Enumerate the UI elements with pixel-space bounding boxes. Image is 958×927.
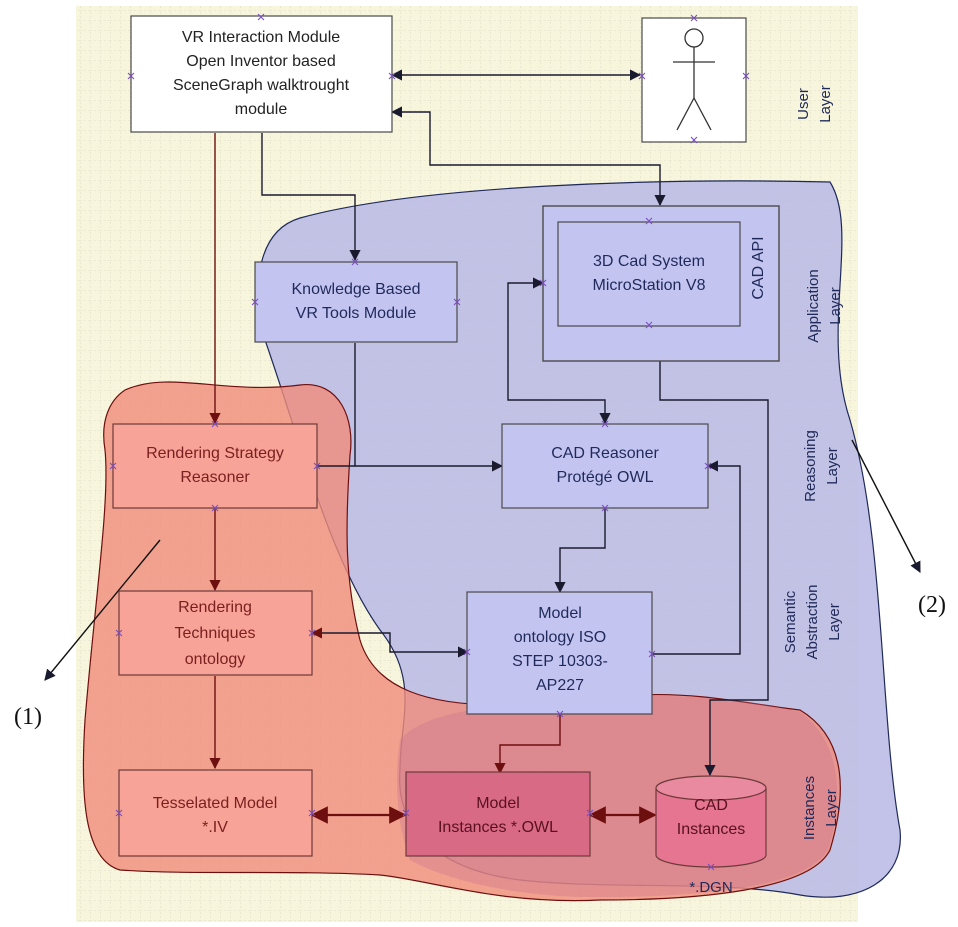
arrow-model-instances: [494, 715, 561, 775]
ci-line-1: CAD: [694, 797, 728, 814]
rt-line-3: ontology: [185, 651, 246, 668]
ontology-line-1: Model: [538, 605, 582, 622]
reasoner-line-2: Protégé OWL: [557, 469, 654, 486]
kb-line-1: Knowledge Based: [292, 281, 421, 298]
cad-api-label: CAD API: [750, 236, 767, 299]
application-layer-2: Layer: [827, 287, 844, 325]
ontology-line-4: AP227: [536, 677, 584, 694]
box-cad-reasoner: CAD Reasoner Protégé OWL: [501, 423, 709, 509]
reasoning-layer-2: Layer: [824, 447, 841, 485]
arrow-cad-reasoner: [507, 277, 611, 425]
instances-layer-1: Instances: [801, 776, 818, 840]
rr-line-2: Reasoner: [180, 469, 250, 486]
cad-instances-database-icon: CAD Instances *.DGN: [655, 775, 767, 896]
svg-text:module: module: [235, 101, 288, 118]
vr-line-1: VR Interaction Module: [182, 29, 340, 46]
ontology-line-2: ontology ISO: [514, 629, 607, 646]
application-layer-1: Application: [805, 269, 822, 342]
svg-text:VR Interaction Module: VR Interaction Module: [182, 29, 340, 46]
user-layer-1: User: [795, 88, 812, 120]
box-tesselated-model: Tesselated Model *.IV: [118, 769, 313, 857]
rt-line-1: Rendering: [178, 599, 252, 616]
vr-line-2: Open Inventor based: [186, 53, 335, 70]
connectors: [44, 69, 921, 824]
port-markers: [109, 13, 750, 871]
reasoner-line-1: CAD Reasoner: [551, 445, 659, 462]
vr-line-4: module: [235, 101, 288, 118]
arrow-cad-instances: [659, 360, 769, 777]
box-model-instances: Model Instances *.OWL: [405, 771, 591, 857]
reasoning-layer-1: Reasoning: [802, 430, 819, 502]
box-kb-vr-tools: Knowledge Based VR Tools Module: [254, 261, 458, 343]
mi-line-2: Instances *.OWL: [438, 819, 558, 836]
arrow-vr-cad: [390, 106, 666, 207]
ci-line-2: Instances: [677, 821, 745, 838]
semantic-layer-2: Abstraction: [804, 584, 821, 659]
vr-line-3: SceneGraph walktrought: [173, 77, 350, 94]
box-rendering-techniques: Rendering Techniques ontology: [118, 590, 313, 676]
box-model-ontology: Model ontology ISO STEP 10303- AP227: [466, 591, 653, 715]
box-vr-interaction: VR Interaction Module Open Inventor base…: [130, 15, 393, 133]
rt-line-2: Techniques: [175, 625, 256, 642]
tm-line-1: Tesselated Model: [153, 795, 278, 812]
cad-line-1: 3D Cad System: [593, 253, 705, 270]
cad-line-2: MicroStation V8: [593, 277, 706, 294]
callout-arrow-1: [44, 539, 161, 681]
rr-line-1: Rendering Strategy: [146, 445, 284, 462]
semantic-layer-3: Layer: [826, 603, 843, 641]
arrow-vr-kb: [261, 133, 361, 262]
arrow-reasoner-model: [554, 508, 606, 594]
tm-line-2: *.IV: [202, 819, 228, 836]
user-actor: [641, 17, 747, 143]
callout-1: (1): [14, 704, 42, 730]
arrow-model-reasoner: [652, 460, 741, 655]
user-layer-2: Layer: [817, 85, 834, 123]
layer-labels: User Layer Application Layer Reasoning L…: [782, 85, 844, 840]
svg-text:Open Inventor based: Open Inventor based: [186, 53, 335, 70]
callout-2: (2): [918, 592, 946, 618]
kb-line-2: VR Tools Module: [296, 305, 417, 322]
callout-arrow-2: [851, 439, 921, 573]
instances-layer-2: Layer: [823, 789, 840, 827]
svg-text:SceneGraph walktrought: SceneGraph walktrought: [173, 77, 350, 94]
mi-line-1: Model: [476, 795, 520, 812]
actor-head-icon: [684, 28, 704, 48]
arrow-techniques-model: [310, 627, 470, 658]
box-cad-system: 3D Cad System MicroStation V8 CAD API: [542, 205, 780, 362]
ci-extension: *.DGN: [689, 879, 732, 896]
box-rendering-reasoner: Rendering Strategy Reasoner: [112, 423, 318, 509]
semantic-layer-1: Semantic: [782, 590, 799, 653]
ontology-line-3: STEP 10303-: [512, 653, 608, 670]
